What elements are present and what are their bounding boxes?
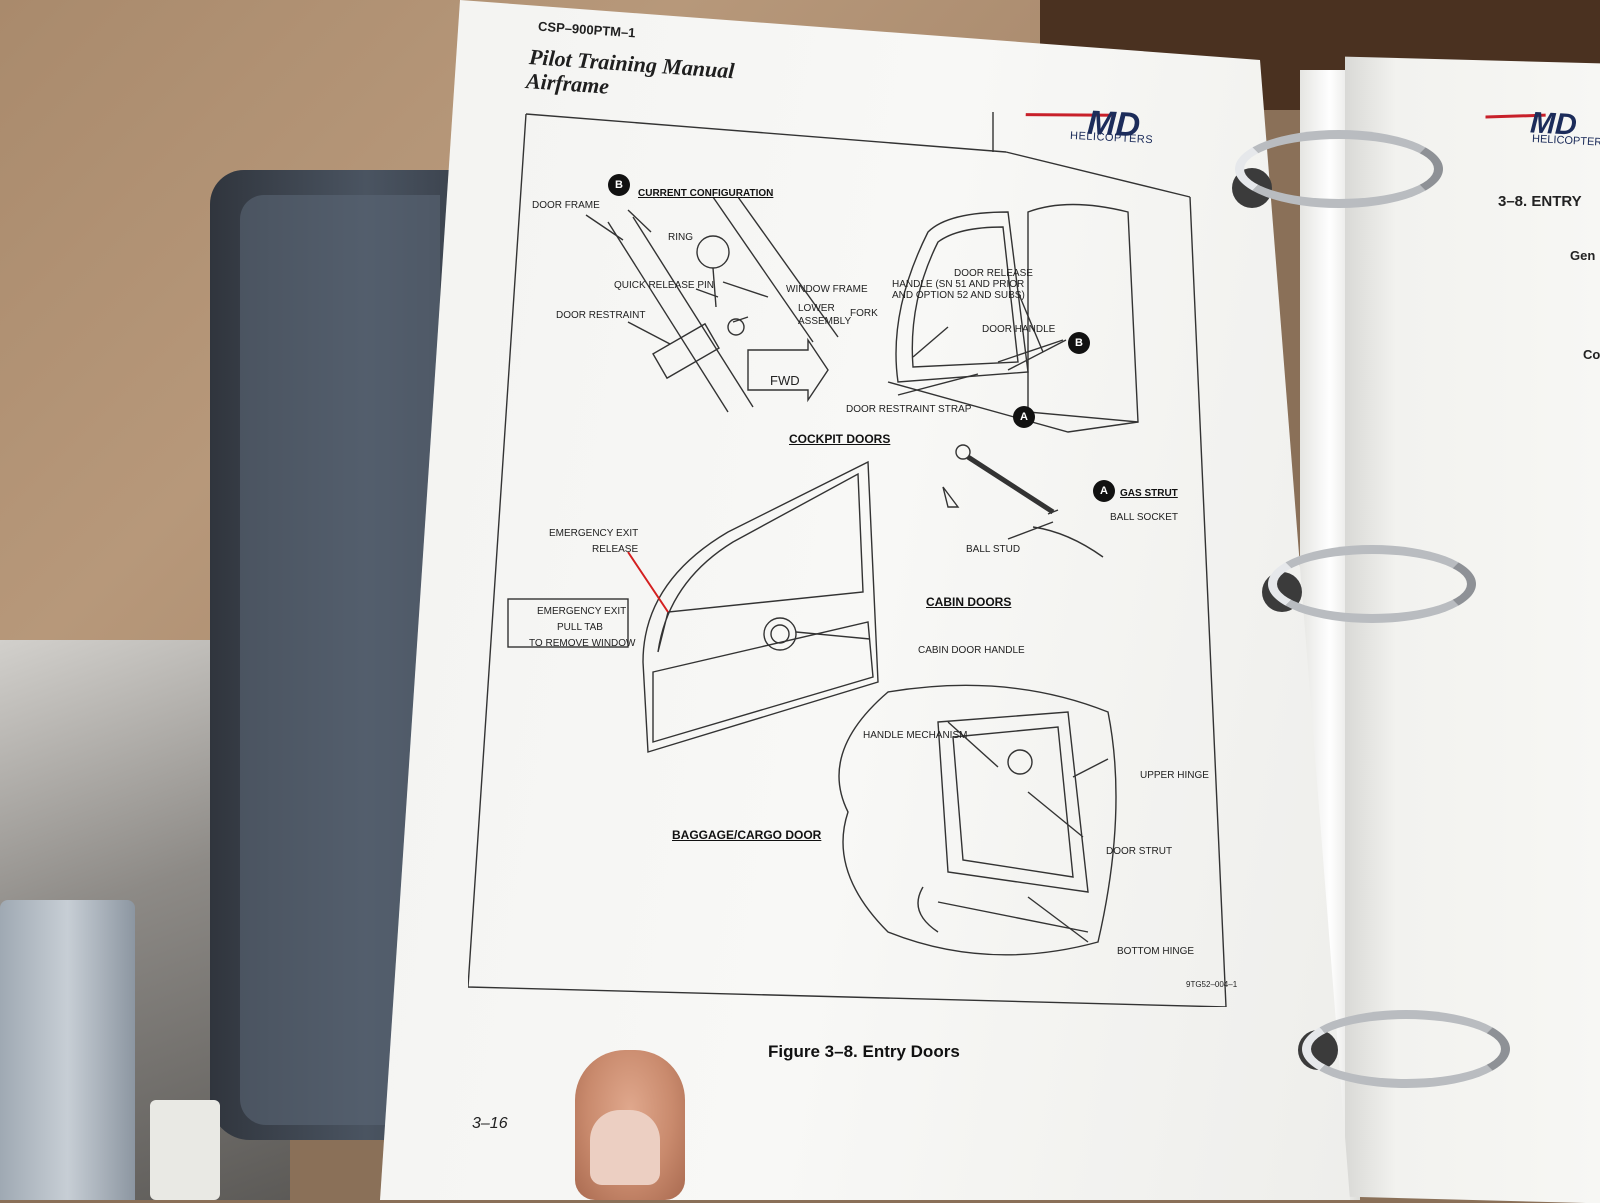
binder-ring-middle: [1268, 545, 1476, 623]
fork-label: FORK: [850, 308, 878, 319]
assembly-label: ASSEMBLY: [798, 316, 852, 327]
door-handle-label: DOOR HANDLE: [982, 324, 1056, 335]
window-frame-label: WINDOW FRAME: [786, 284, 868, 295]
lower-label: LOWER: [798, 303, 835, 314]
ball-stud-label: BALL STUD: [966, 544, 1021, 555]
fwd-arrow-label: FWD: [770, 373, 800, 388]
door-frame-label: DOOR FRAME: [532, 200, 600, 211]
cabin-door-handle-label: CABIN DOOR HANDLE: [918, 645, 1025, 656]
binder-ring-bottom: [1302, 1010, 1510, 1088]
bottom-hinge-label: BOTTOM HINGE: [1117, 946, 1195, 957]
ring-label: RING: [668, 232, 693, 243]
callout-b-marker: B: [608, 174, 630, 196]
thumbnail: [590, 1110, 660, 1185]
drawing-id-label: 9TG52–004–1: [1186, 980, 1238, 989]
binder-ring-top: [1235, 130, 1443, 208]
callout-b-marker-cockpit: B: [1068, 332, 1090, 354]
ball-socket-label: BALL SOCKET: [1110, 512, 1178, 523]
emergency-exit-release-label-line1: EMERGENCY EXIT: [549, 528, 639, 539]
pull-tab-label-line3: TO REMOVE WINDOW: [529, 638, 636, 649]
manual-page: [380, 0, 1350, 1200]
quick-release-pin-label: QUICK RELEASE PIN: [614, 280, 715, 291]
door-release-label-line3: AND OPTION 52 AND SUBS): [892, 290, 1025, 301]
cockpit-doors-heading: COCKPIT DOORS: [789, 432, 891, 446]
white-container: [150, 1100, 220, 1200]
baggage-door-heading: BAGGAGE/CARGO DOOR: [672, 828, 822, 842]
gas-strut-label: GAS STRUT: [1120, 488, 1178, 499]
page-number: 3–16: [472, 1115, 508, 1132]
pull-tab-label-line2: PULL TAB: [557, 622, 603, 633]
figure-caption: Figure 3–8. Entry Doors: [768, 1042, 960, 1061]
right-logo-text: MD: [1529, 106, 1577, 141]
logo-brand-text: MD: [1086, 104, 1141, 145]
callout-a-marker-cockpit: A: [1013, 406, 1035, 428]
door-restraint-strap-label: DOOR RESTRAINT STRAP: [846, 404, 972, 415]
callout-a-marker: A: [1093, 480, 1115, 502]
right-page-heading: 3–8. ENTRY: [1498, 193, 1582, 210]
pull-tab-label-line1: EMERGENCY EXIT: [537, 606, 627, 617]
cabin-doors-heading: CABIN DOORS: [926, 595, 1012, 609]
door-release-label-line2: HANDLE (SN 51 AND PRIOR: [892, 279, 1025, 290]
right-page-co: Co: [1583, 347, 1600, 362]
door-release-label-line1: DOOR RELEASE: [954, 268, 1033, 279]
md-helicopters-logo: MD: [1024, 101, 1196, 158]
figure-drawing: [468, 112, 1227, 1007]
right-page-logo: MD: [1484, 102, 1600, 153]
right-page-gen: Gen: [1570, 248, 1596, 263]
emergency-exit-release-label-line2: RELEASE: [592, 544, 639, 555]
door-strut-label: DOOR STRUT: [1106, 846, 1173, 857]
current-configuration-label: CURRENT CONFIGURATION: [638, 188, 774, 199]
handle-mechanism-label: HANDLE MECHANISM: [863, 730, 968, 741]
door-restraint-label: DOOR RESTRAINT: [556, 310, 646, 321]
upper-hinge-label: UPPER HINGE: [1140, 770, 1209, 781]
plastic-container: [0, 900, 135, 1200]
